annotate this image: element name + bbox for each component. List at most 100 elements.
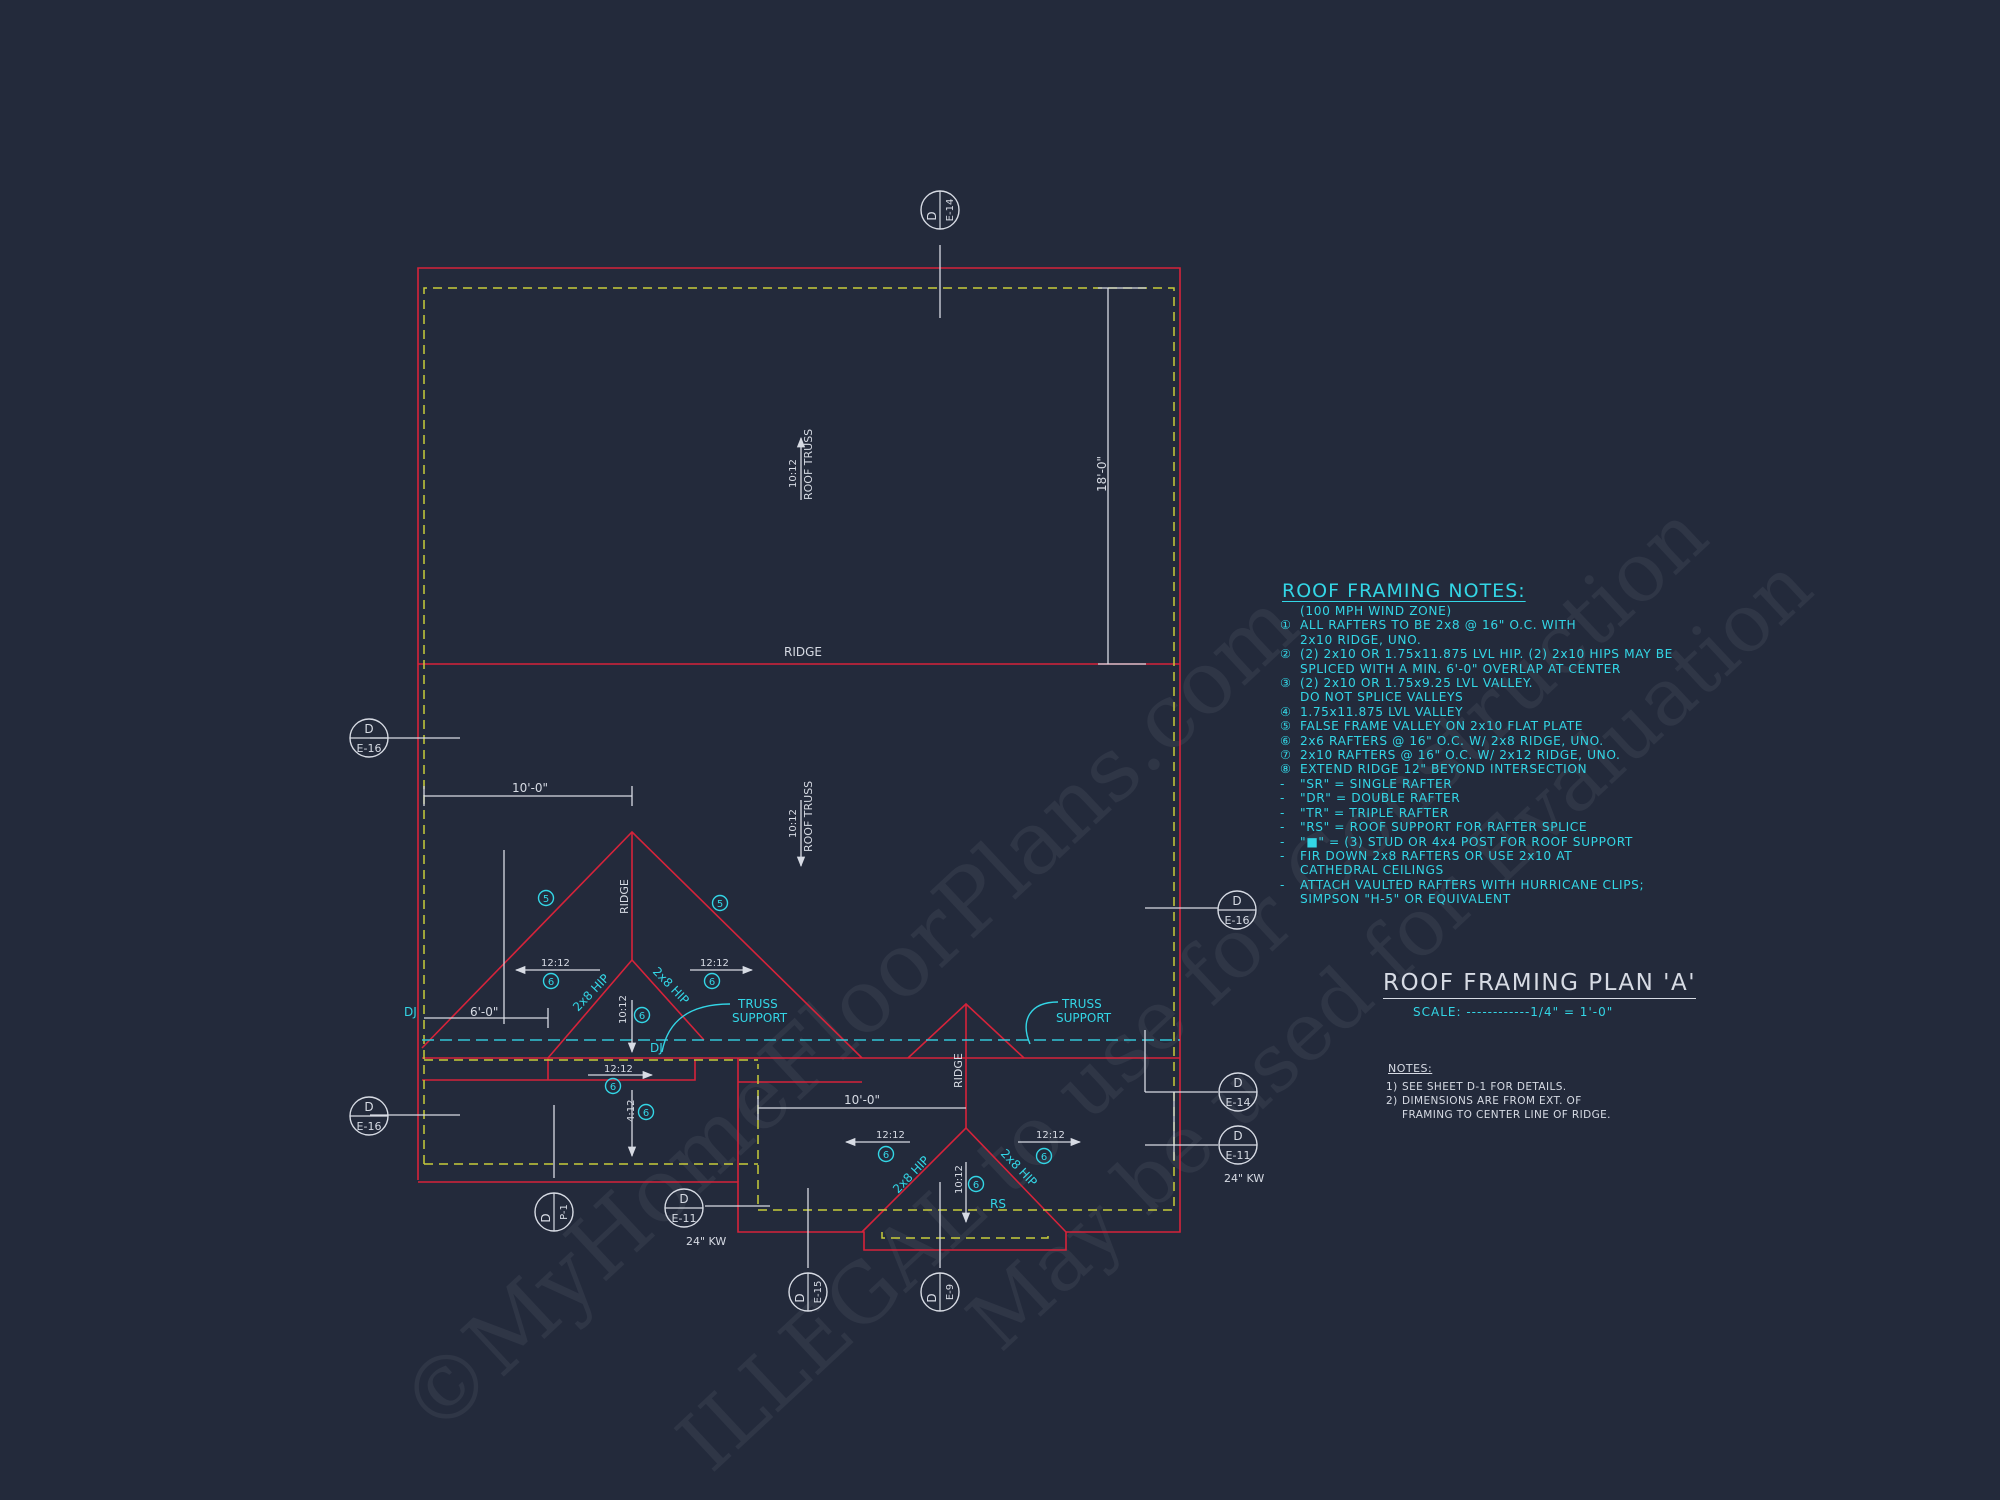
slope-arrows [514,436,1082,1224]
svg-text:P-1: P-1 [559,1204,570,1220]
svg-text:E-14: E-14 [1226,1096,1251,1109]
note-marker-m6-g: 6 [1035,1147,1053,1165]
ridge-left-label: RIDGE [618,879,631,914]
roof-note-marker: - [1280,776,1285,791]
roof-outline [417,267,1181,1251]
roof-framing-notes-title: ROOF FRAMING NOTES: [1282,580,1526,602]
plan-annotations: 2x8 HIP 2x8 HIP 2x8 HIP 2x8 HIP DJ DJ RS… [404,964,1112,1211]
roof-note-marker: - [1280,848,1285,863]
dj-center-label: DJ [650,1041,663,1055]
section-marker-bottom-p1: D P-1 [534,1192,574,1232]
svg-text:E-14: E-14 [945,199,956,222]
truss-support-right-l1: TRUSS [1061,997,1102,1011]
svg-text:5: 5 [543,894,549,905]
roof-note-text: ALL RAFTERS TO BE 2x8 @ 16" O.C. WITH 2x… [1300,618,1577,647]
roof-note-marker: - [1280,834,1285,849]
roof-note-marker: ③ [1280,676,1292,691]
roof-note-marker: ⑦ [1280,748,1292,763]
ridge-center-label: RIDGE [952,1053,965,1088]
plan-scale: SCALE: ------------1/4" = 1'-0" [1413,1005,1614,1019]
section-marker-left-lower: D E-16 [349,1096,389,1136]
svg-text:D: D [793,1293,807,1302]
roof-note-14: -FIR DOWN 2x8 RAFTERS OR USE 2x10 AT CAT… [1280,849,1700,878]
roof-truss-lower-label: ROOF TRUSS [802,781,815,852]
general-note-1: 2) DIMENSIONS ARE FROM EXT. OF FRAMING TO… [1386,1094,1646,1122]
roof-note-9: -"SR" = SINGLE RAFTER [1280,777,1700,791]
plan-labels: RIDGE ROOF TRUSS 10:12 ROOF TRUSS 10:12 … [470,429,1264,1248]
svg-text:D: D [925,1293,939,1302]
general-note-marker: 2) [1386,1095,1398,1107]
general-notes-list: 1)SEE SHEET D-1 FOR DETAILS.2) DIMENSIONS… [1386,1080,1646,1122]
roof-note-3: ③ (2) 2x10 OR 1.75x9.25 LVL VALLEY. DO NO… [1280,676,1700,705]
svg-text:E-11: E-11 [1226,1149,1251,1162]
section-marker-bottom-e11: D E-11 [664,1188,704,1228]
note-marker-m5-b: 5 [711,894,729,912]
svg-text:D: D [1233,1076,1242,1090]
roof-note-12: -"RS" = ROOF SUPPORT FOR RAFTER SPLICE [1280,820,1700,834]
roof-note-10: -"DR" = DOUBLE RAFTER [1280,791,1700,805]
svg-text:E-11: E-11 [672,1212,697,1225]
section-marker-right-mid: D E-14 [1218,1072,1258,1112]
slope-left-ridge-label: 10:12 [618,995,629,1024]
roof-note-marker: ⑥ [1280,733,1292,748]
roof-note-7: ⑦ 2x10 RAFTERS @ 16" O.C. W/ 2x12 RIDGE, … [1280,748,1700,762]
roof-note-13: -"■" = (3) STUD OR 4x4 POST FOR ROOF SUP… [1280,835,1700,849]
roof-note-2: ②(2) 2x10 OR 1.75x11.875 LVL HIP. (2) 2x… [1280,647,1700,676]
roof-note-text: EXTEND RIDGE 12" BEYOND INTERSECTION [1300,762,1588,777]
svg-text:D: D [679,1192,688,1206]
roof-note-marker: ⑤ [1280,719,1292,734]
slope-center-ridge-label: 10:12 [954,1165,965,1194]
note-marker-m6-d: 6 [604,1077,622,1095]
svg-text:D: D [539,1213,553,1222]
truss-support-left-l1: TRUSS [737,997,778,1011]
slope-lower-label: 10:12 [788,809,799,838]
note-marker-m6-h: 6 [967,1175,985,1193]
hip-center-a-label: 2x8 HIP [890,1153,932,1196]
kw-right-label: 24" KW [1224,1172,1264,1185]
note-marker-m6-f: 6 [877,1145,895,1163]
svg-text:6: 6 [610,1082,616,1093]
svg-text:5: 5 [717,899,723,910]
ridge-label-main: RIDGE [784,645,822,659]
svg-text:6: 6 [643,1108,649,1119]
roof-note-marker: ⑧ [1280,762,1292,777]
plan-title: ROOF FRAMING PLAN 'A' [1383,970,1697,999]
truss-support-right-l2: SUPPORT [1056,1011,1112,1025]
dimension-lines [370,245,1218,1268]
svg-text:D: D [364,1100,373,1114]
dim-10-left-label: 10'-0" [512,781,548,795]
svg-text:E-15: E-15 [813,1281,824,1304]
svg-text:6: 6 [883,1150,889,1161]
general-note-text: DIMENSIONS ARE FROM EXT. OF FRAMING TO C… [1402,1095,1611,1121]
slope-12-12-e: 12:12 [1036,1130,1065,1141]
roof-note-text: (2) 2x10 OR 1.75x9.25 LVL VALLEY. DO NOT… [1300,676,1534,705]
note-marker-m5-a: 5 [537,889,555,907]
svg-text:D: D [1232,894,1241,908]
roof-note-text: FIR DOWN 2x8 RAFTERS OR USE 2x10 AT CATH… [1300,848,1573,878]
svg-text:6: 6 [639,1011,645,1022]
roof-note-text: 2x10 RAFTERS @ 16" O.C. W/ 2x12 RIDGE, U… [1300,748,1621,763]
svg-text:E-16: E-16 [357,1120,382,1133]
section-marker-right-upper: DE-16 [1217,890,1257,930]
general-notes-title: NOTES: [1388,1062,1433,1075]
roof-note-marker: ② [1280,647,1292,662]
roof-truss-upper-label: ROOF TRUSS [802,429,815,500]
dim-18-label: 18'-0" [1095,456,1109,492]
roof-note-text: 2x6 RAFTERS @ 16" O.C. W/ 2x8 RIDGE, UNO… [1300,733,1604,748]
svg-text:E-16: E-16 [357,742,382,755]
slope-12-12-c: 12:12 [604,1064,633,1075]
truss-support-left-l2: SUPPORT [732,1011,788,1025]
truss-support-leaders [661,1001,1059,1053]
slope-12-12-d: 12:12 [876,1130,905,1141]
roof-note-text: (100 MPH WIND ZONE) [1300,604,1452,618]
note-marker-m6-a: 6 [542,972,560,990]
general-note-text: SEE SHEET D-1 FOR DETAILS. [1402,1081,1567,1093]
general-note-0: 1)SEE SHEET D-1 FOR DETAILS. [1386,1080,1646,1094]
